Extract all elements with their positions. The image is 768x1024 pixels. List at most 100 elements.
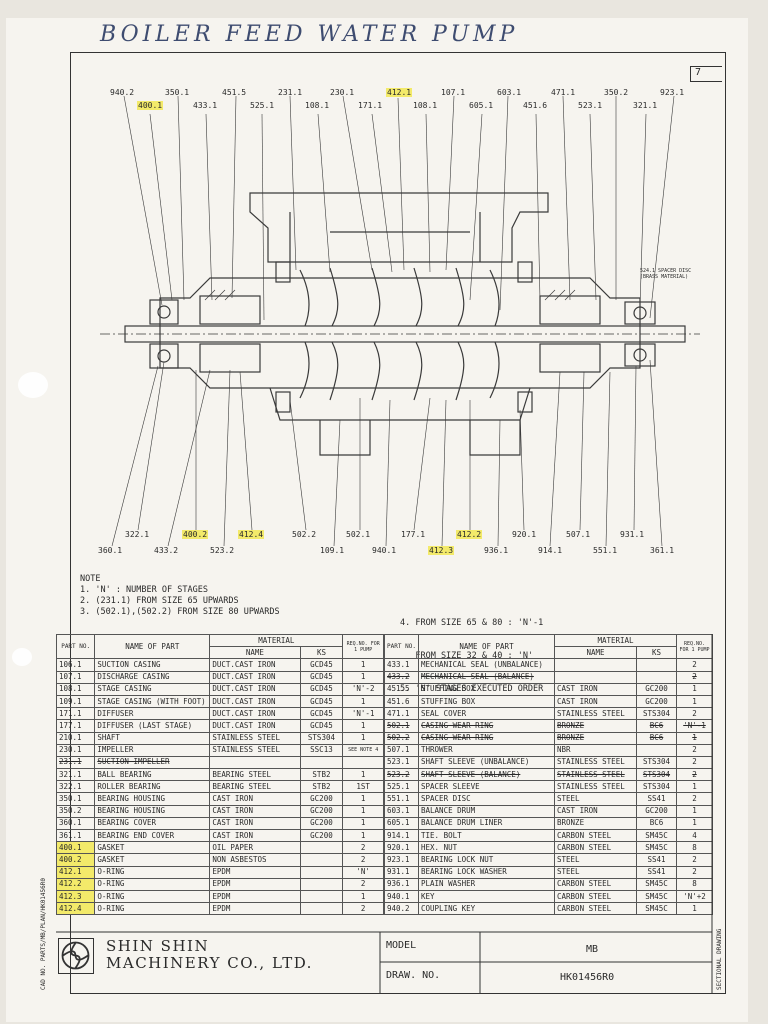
- draw-no-label: DRAW. NO.: [386, 970, 441, 981]
- paper-damage-spot: [18, 372, 48, 398]
- part-callout: 931.1: [620, 530, 645, 539]
- model-label: MODEL: [386, 940, 417, 951]
- part-callout: 433.1: [193, 101, 218, 110]
- ks-cell: [299, 902, 344, 916]
- part-callout: 350.2: [604, 88, 629, 97]
- part-no-cell: 412.2: [55, 877, 96, 891]
- part-callout: 502.1: [346, 530, 371, 539]
- note-line: 1. 'N' : NUMBER OF STAGES: [80, 585, 208, 595]
- part-callout: 940.1: [372, 546, 397, 555]
- part-callout: 451.6: [523, 101, 548, 110]
- company-name: SHIN SHIN MACHINERY CO., LTD.: [106, 938, 313, 972]
- col-header-req: REQ.NO. FOR 1 PUMP: [342, 633, 384, 660]
- company-line-1: SHIN SHIN: [106, 937, 210, 955]
- company-logo: [58, 938, 94, 974]
- part-callout: 361.1: [650, 546, 675, 555]
- part-callout: 936.1: [484, 546, 509, 555]
- part-callout: 551.1: [593, 546, 618, 555]
- part-no-cell: 412.3: [55, 889, 96, 904]
- part-callout: 502.2: [292, 530, 317, 539]
- part-callout: 230.1: [330, 88, 355, 97]
- notes-heading: NOTE: [80, 574, 101, 584]
- part-callout: 471.1: [551, 88, 576, 97]
- material-name-cell: CARBON STEEL: [554, 902, 637, 916]
- col-header-name: NAME OF PART: [418, 633, 555, 660]
- req-qty-cell: 2: [342, 902, 384, 916]
- req-qty-cell: 'N'-1: [342, 707, 384, 721]
- company-line-2: MACHINERY CO., LTD.: [106, 954, 313, 972]
- sectional-drawing-side-text: SECTIONAL DRAWING: [716, 928, 723, 990]
- part-callout: 400.2: [182, 530, 209, 539]
- part-callout: 108.1: [305, 101, 330, 110]
- note-line: 2. (231.1) FROM SIZE 65 UPWARDS: [80, 596, 239, 606]
- handwritten-title: BOILER FEED WATER PUMP: [100, 22, 519, 47]
- ks-cell: STB2: [299, 780, 344, 794]
- part-callout: 177.1: [401, 530, 426, 539]
- part-callout: 603.1: [497, 88, 522, 97]
- parts-table-left: PART NO. NAME OF PART MATERIAL REQ.NO. F…: [55, 633, 384, 916]
- col-header-part-no: PART NO.: [384, 633, 419, 660]
- notes-left: NOTE 1. 'N' : NUMBER OF STAGES 2. (231.1…: [80, 574, 280, 618]
- part-callout: 412.3: [428, 546, 455, 555]
- col-header-part-no: PART NO.: [55, 633, 96, 660]
- part-callout: 412.4: [238, 530, 265, 539]
- part-callout: 451.5: [222, 88, 247, 97]
- part-callout: 412.1: [386, 88, 413, 97]
- part-callout: 321.1: [633, 101, 658, 110]
- part-callout: 109.1: [320, 546, 345, 555]
- material-name-cell: EPDM: [209, 902, 301, 916]
- part-callout: 940.2: [110, 88, 135, 97]
- part-no-cell: 400.2: [55, 853, 96, 867]
- part-callout: 171.1: [358, 101, 383, 110]
- part-no-cell: 412.4: [55, 902, 96, 916]
- part-callout: 523.1: [578, 101, 603, 110]
- paper-damage-spot: [12, 648, 32, 666]
- model-value: MB: [586, 944, 599, 955]
- part-callout: 507.1: [566, 530, 591, 539]
- part-callout: 523.2: [210, 546, 235, 555]
- cad-number-side-text: CAD NO. PARTS/MB/PLAN/HK01456R0: [40, 878, 47, 990]
- part-callout: 605.1: [469, 101, 494, 110]
- part-callout: 322.1: [125, 530, 150, 539]
- part-callout: 525.1: [250, 101, 275, 110]
- col-header-req: REQ.NO. FOR 1 PUMP: [676, 633, 713, 660]
- part-callout: 360.1: [98, 546, 123, 555]
- req-qty-cell: 1: [676, 902, 713, 916]
- col-header-ks: KS: [636, 646, 677, 660]
- part-no-cell: 412.1: [55, 865, 96, 879]
- part-callout: 400.1: [137, 101, 164, 110]
- part-callout: 350.1: [165, 88, 190, 97]
- part-callout: 914.1: [538, 546, 563, 555]
- part-callout: 433.2: [154, 546, 179, 555]
- note-line: 4. FROM SIZE 65 & 80 : 'N'-1: [400, 618, 544, 628]
- note-line: 3. (502.1),(502.2) FROM SIZE 80 UPWARDS: [80, 607, 280, 617]
- part-callout: 923.1: [660, 88, 685, 97]
- spacer-disc-note: 524.1 SPACER DISC (BRASS MATERIAL): [640, 268, 692, 280]
- part-callout: 107.1: [441, 88, 466, 97]
- col-header-name: NAME OF PART: [94, 633, 211, 660]
- part-callout: 412.2: [456, 530, 483, 539]
- part-callout: 231.1: [278, 88, 303, 97]
- page-number: 7: [690, 66, 722, 82]
- drawing-frame: [70, 52, 726, 994]
